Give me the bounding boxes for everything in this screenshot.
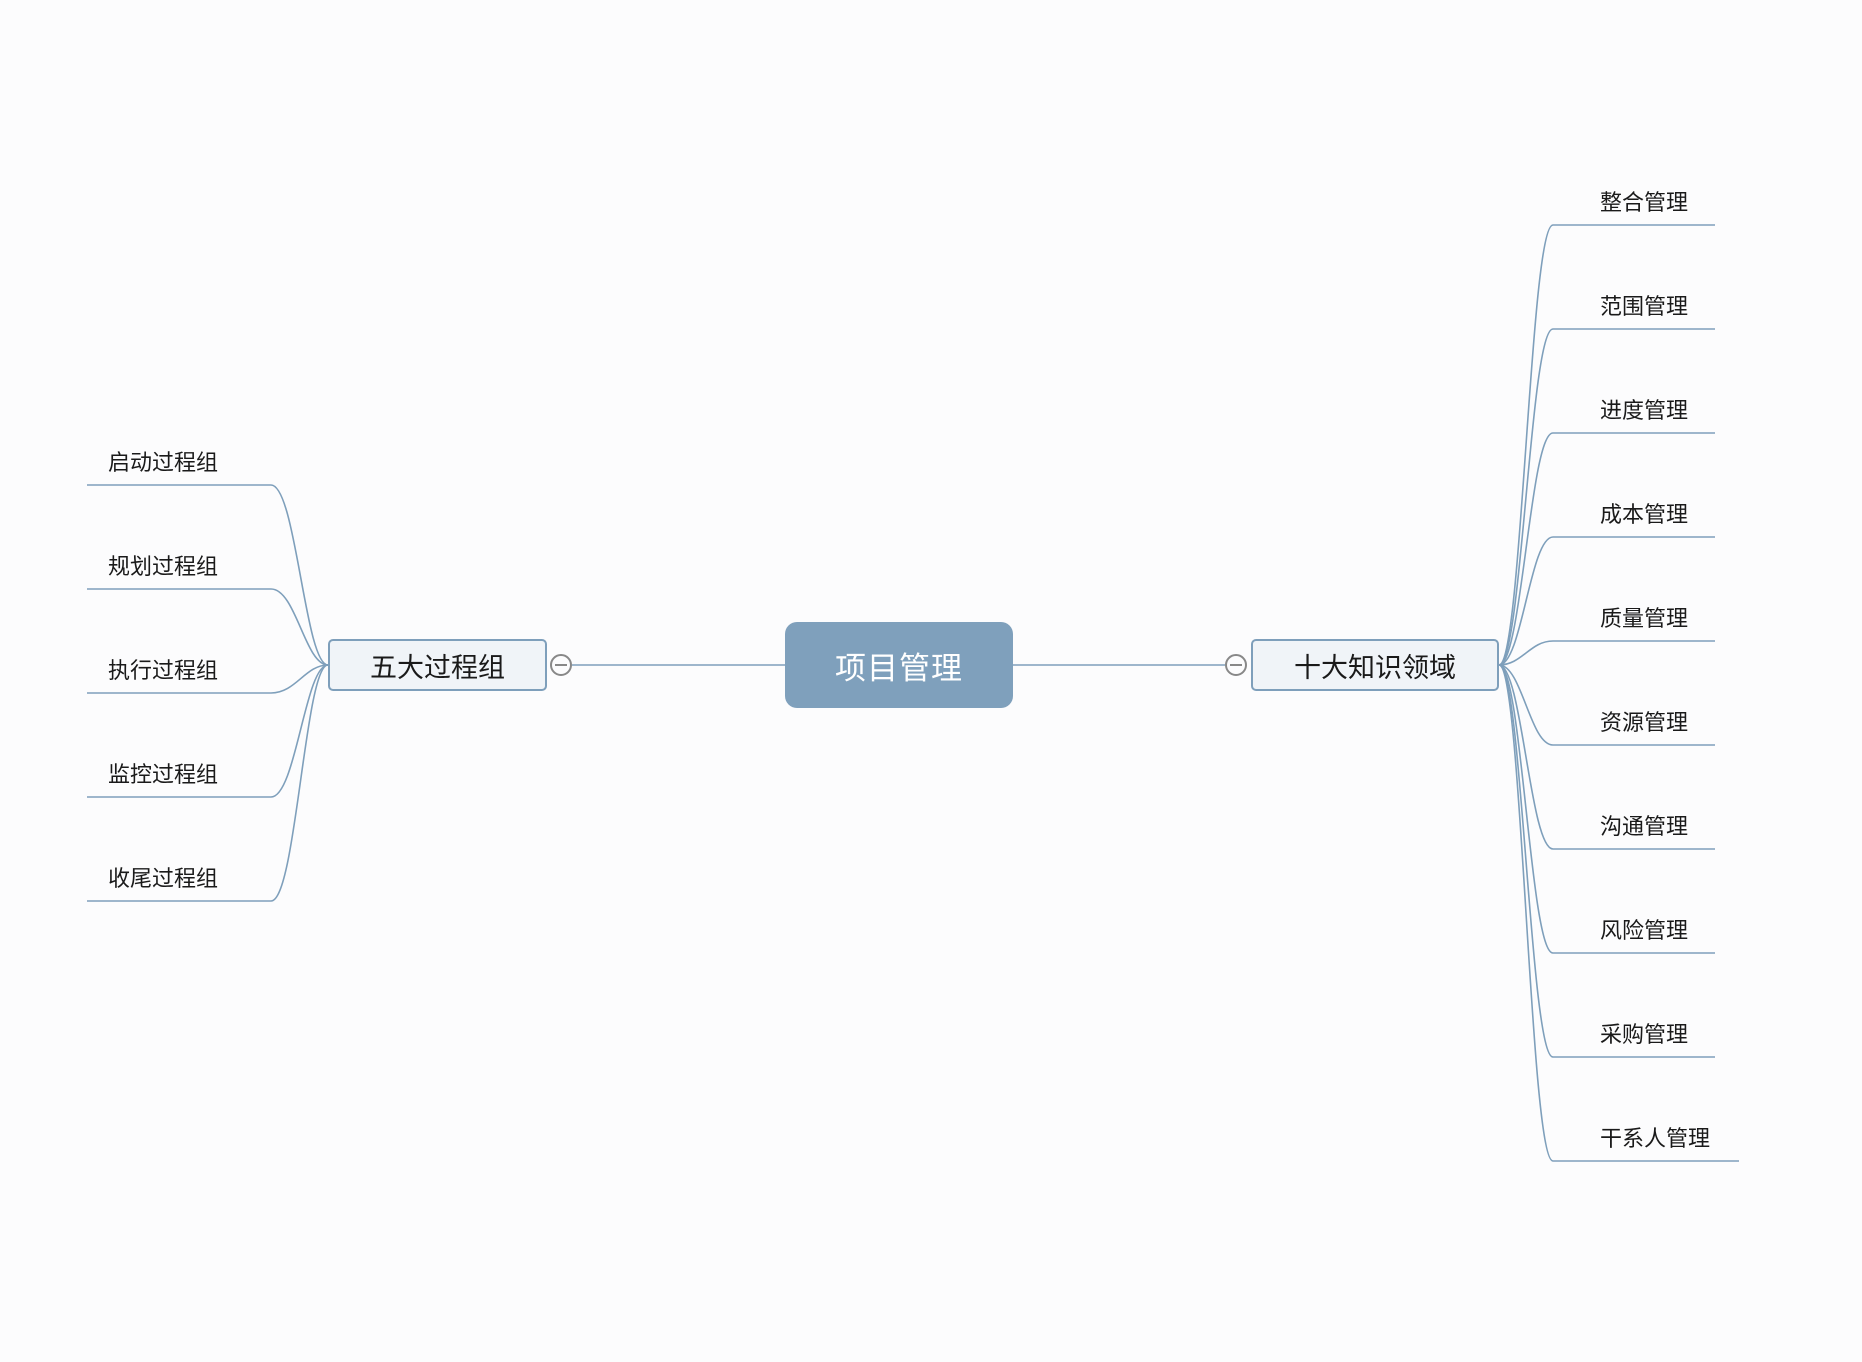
- right-subtopic[interactable]: 沟通管理: [1600, 815, 1689, 840]
- branch-topic-right-label: 十大知识领域: [1294, 652, 1456, 684]
- root-topic[interactable]: 项目管理: [785, 622, 1013, 708]
- right-subtopic-connector: [1498, 664, 1554, 850]
- right-subtopic-connector: [1498, 640, 1554, 666]
- right-subtopic-connector: [1498, 536, 1554, 666]
- collapse-minus-icon[interactable]: [1225, 654, 1247, 676]
- right-subtopic[interactable]: 进度管理: [1600, 399, 1689, 424]
- left-subtopic[interactable]: 收尾过程组: [108, 867, 219, 892]
- left-subtopic[interactable]: 规划过程组: [108, 555, 219, 580]
- left-subtopic-connector: [270, 484, 329, 666]
- right-subtopic-connector: [1498, 664, 1554, 746]
- right-subtopic-connector: [1498, 432, 1554, 666]
- right-subtopic[interactable]: 成本管理: [1600, 503, 1689, 528]
- left-subtopic[interactable]: 执行过程组: [108, 659, 219, 684]
- left-subtopic-connector: [270, 588, 329, 666]
- right-subtopic-connector: [1498, 328, 1554, 666]
- right-subtopic[interactable]: 干系人管理: [1600, 1127, 1711, 1152]
- right-subtopic[interactable]: 质量管理: [1600, 607, 1689, 632]
- right-subtopic-connector: [1498, 664, 1554, 1162]
- left-subtopic[interactable]: 启动过程组: [108, 451, 219, 476]
- right-subtopic-connector: [1498, 664, 1554, 1058]
- left-subtopic-connector: [270, 664, 329, 798]
- right-subtopic[interactable]: 范围管理: [1600, 295, 1689, 320]
- left-subtopic[interactable]: 监控过程组: [108, 763, 219, 788]
- right-subtopic[interactable]: 资源管理: [1600, 711, 1689, 736]
- collapse-minus-icon[interactable]: [550, 654, 572, 676]
- right-subtopic-connector: [1498, 664, 1554, 954]
- branch-topic-left[interactable]: 五大过程组: [328, 639, 547, 691]
- branch-topic-left-label: 五大过程组: [370, 652, 505, 684]
- left-subtopic-connector: [270, 664, 329, 902]
- right-subtopic-connector: [1498, 224, 1554, 666]
- root-topic-label: 项目管理: [835, 650, 963, 687]
- branch-topic-right[interactable]: 十大知识领域: [1251, 639, 1499, 691]
- right-subtopic[interactable]: 整合管理: [1600, 191, 1689, 216]
- right-subtopic[interactable]: 采购管理: [1600, 1023, 1689, 1048]
- right-subtopic[interactable]: 风险管理: [1600, 919, 1689, 944]
- left-subtopic-connector: [270, 664, 329, 694]
